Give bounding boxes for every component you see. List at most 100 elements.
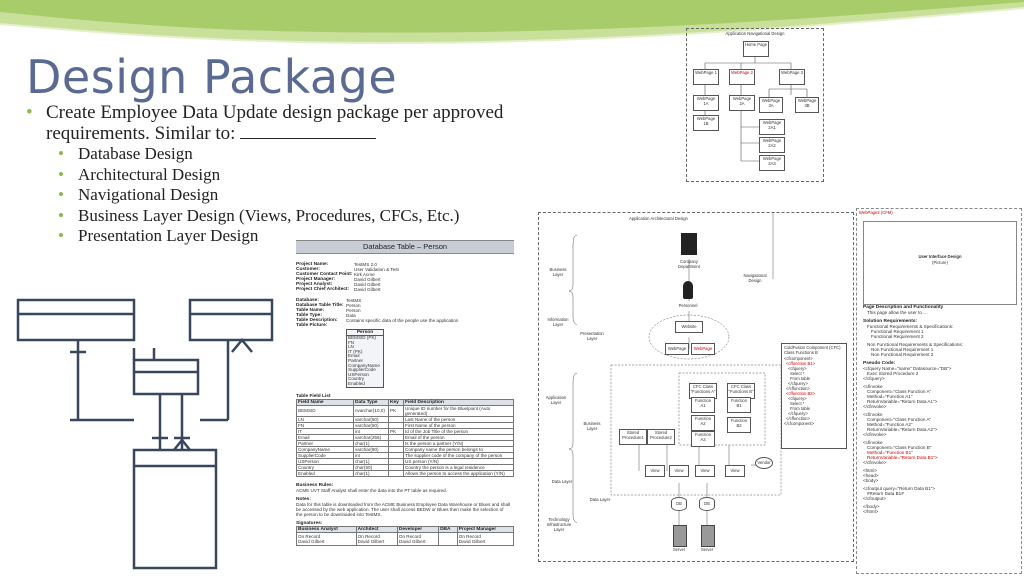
signature-name: David Gilbert bbox=[357, 538, 385, 544]
nav-page: WebPage 2A bbox=[729, 95, 755, 111]
table-header-row: Field Name Data Type Key Field Descripti… bbox=[296, 398, 514, 406]
page-title: Design Package bbox=[26, 50, 398, 104]
meta-value: David Gilbert bbox=[354, 287, 381, 292]
function-node: Function A3 bbox=[691, 431, 715, 447]
nav-home: Home Page bbox=[743, 41, 769, 57]
code-line: Exec Stored Procedure 2 bbox=[867, 371, 919, 376]
notes-line: be accessed by the web application. The … bbox=[296, 506, 504, 512]
table-row: Enabled char(1) Allows the person to acc… bbox=[296, 469, 514, 477]
code-line: <cfquery> bbox=[788, 396, 807, 401]
nav-diagram: Application Navigational Design Home Pag… bbox=[686, 28, 824, 182]
meta-value: Person bbox=[346, 308, 361, 313]
code-line: <cfquery> bbox=[788, 366, 807, 371]
table-row: CompanyName varchar(80) Company name the… bbox=[296, 445, 514, 453]
layer-label: Application Layer bbox=[545, 395, 567, 405]
req-line: Non Functional Requirement 1 bbox=[871, 347, 934, 352]
ui-design-sub: (Picture) bbox=[932, 260, 948, 265]
code-line: <cfinvoke bbox=[863, 384, 883, 389]
signature-name: David Gilbert bbox=[398, 538, 426, 544]
bullet-list: Create Employee Data Update design packa… bbox=[26, 102, 546, 247]
picture-field: Email bbox=[348, 353, 360, 359]
ui-panel-title: WebPage2 (CFM) bbox=[859, 210, 893, 215]
picture-field: BEMSID (PK) bbox=[348, 335, 377, 340]
nav-page-active: WebPage 2 bbox=[729, 69, 755, 85]
table-cell: Allows the person to access the applicat… bbox=[403, 469, 514, 477]
signature-status: On Record bbox=[398, 533, 422, 539]
arch-diagram: Application Architectural Design Busines… bbox=[538, 212, 854, 562]
notes-title: Notes: bbox=[296, 496, 311, 502]
er-diagram bbox=[16, 298, 274, 570]
rules-text: ACME UVT Staff Analyst shall enter the d… bbox=[296, 487, 447, 493]
code-line: <cfoutput query="Return Data B1"> bbox=[863, 486, 936, 491]
signature-table: Business Analyst Architect Developer DBA… bbox=[296, 525, 514, 546]
webpage-node: WebPage bbox=[665, 343, 689, 355]
function-node: Function B1 bbox=[727, 397, 751, 413]
picture-field: Partner bbox=[348, 357, 364, 363]
view-node: View bbox=[645, 465, 665, 477]
code-line: </cfoutput> bbox=[863, 496, 886, 501]
table-row: Partner char(1) Is the person a partner … bbox=[296, 439, 514, 447]
code-line: </cfquery> bbox=[788, 411, 808, 416]
code-line: </cffunction> bbox=[786, 386, 810, 391]
meta-key: Database Table Title: bbox=[296, 303, 344, 308]
code-line: <html> bbox=[863, 468, 878, 473]
picture-field: Country bbox=[348, 376, 365, 382]
arch-diagram-title: Application Architectural Design bbox=[629, 216, 688, 221]
webpage-node-active: WebPage bbox=[691, 343, 715, 355]
code-line: </html> bbox=[863, 509, 879, 514]
layer-label: Business Layer bbox=[583, 421, 601, 431]
personnel-node: Personnel bbox=[678, 303, 698, 308]
code-line: Method="Function B1" bbox=[867, 450, 913, 455]
meta-key: Table Type: bbox=[296, 313, 322, 318]
picture-field: FN bbox=[348, 339, 355, 345]
meta-key: Table Name: bbox=[296, 308, 325, 313]
sub-bullet: Architectural Design bbox=[26, 165, 546, 186]
notes-line: the person to be downloaded into TestMS. bbox=[296, 511, 382, 517]
nav-page: WebPage 3A bbox=[759, 97, 783, 113]
meta-block: Project Name:TestMS 2.0 Customer:User Va… bbox=[296, 262, 514, 292]
code-line: #Return Data B1# bbox=[867, 491, 904, 496]
nav-page: WebPage 2A3 bbox=[759, 155, 785, 171]
signature-status: On Record bbox=[458, 533, 481, 539]
company-node: Company Department bbox=[678, 259, 700, 269]
picture-field: SupplierCode bbox=[348, 367, 376, 373]
meta-value: David Gilbert bbox=[354, 282, 381, 287]
function-node: Function B2 bbox=[727, 417, 751, 433]
code-line: From table bbox=[790, 406, 811, 411]
req-line: Functional Requirement 1 bbox=[871, 329, 924, 334]
website-node: Website bbox=[675, 321, 703, 333]
ui-text-block: Page Description and Functionality This … bbox=[863, 305, 1017, 514]
server-node: Server bbox=[672, 547, 686, 552]
ui-design-title: User Interface Design bbox=[918, 254, 962, 259]
layer-label: Information Layer bbox=[547, 317, 569, 327]
procedure-node: Stored Procedure1 bbox=[619, 429, 647, 445]
meta-value: Contains specific data of the people use… bbox=[346, 318, 459, 323]
code-line: ColdFusion Component (CFC) Class Functio… bbox=[784, 345, 841, 355]
meta-value: User Validation & Test bbox=[354, 267, 399, 272]
layer-label: Presentation Layer bbox=[580, 331, 604, 341]
db-node: DB bbox=[671, 497, 687, 511]
picture-field: CompanyName bbox=[348, 362, 380, 368]
code-line: </cfinvoke> bbox=[863, 460, 887, 465]
table-cell: Unique ID number for the Bluelpoint (Aut… bbox=[403, 404, 514, 417]
cfc-node: CFC Class "Functions B" bbox=[727, 383, 755, 399]
table-cell: The supplier code of the company of the … bbox=[403, 451, 514, 459]
nav-diagram-title: Application Navigational Design bbox=[725, 31, 785, 36]
req-line: Functional Requirement 2 bbox=[871, 334, 924, 339]
sub-bullet: Business Layer Design (Views, Procedures… bbox=[26, 206, 546, 227]
server-icon bbox=[673, 525, 687, 547]
function-node: Function A2 bbox=[691, 415, 715, 431]
building-icon bbox=[681, 233, 697, 255]
meta-key: Customer: bbox=[296, 267, 320, 272]
meta-value: TestMS bbox=[346, 298, 362, 303]
code-line: </body> bbox=[863, 504, 880, 509]
picture-field: USPerson bbox=[348, 371, 369, 377]
code-line: Component="Class Function B" bbox=[867, 445, 932, 450]
signature-name: David Gilbert bbox=[458, 538, 486, 544]
req-line: Non Functional Requirements & Specificat… bbox=[867, 342, 964, 347]
function-node: Function A1 bbox=[691, 397, 715, 413]
blank-line bbox=[240, 123, 377, 139]
req-title: Solution Requirements: bbox=[863, 319, 918, 324]
code-line: Component="Class Function A" bbox=[867, 389, 932, 394]
view-node: View bbox=[669, 465, 689, 477]
